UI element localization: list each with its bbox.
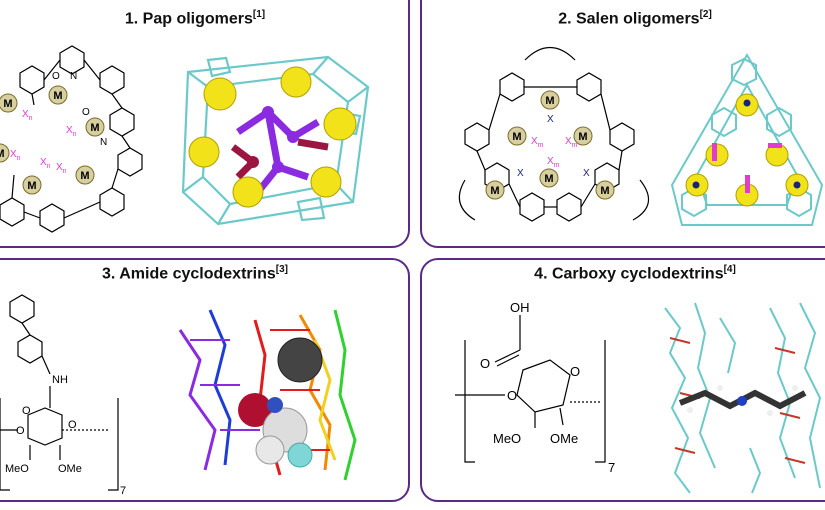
svg-text:X: X: [547, 114, 554, 125]
salen-counterion-labels: Xm Xm Xm: [531, 136, 578, 169]
svg-text:O: O: [68, 419, 77, 431]
svg-text:Xn: Xn: [66, 125, 77, 138]
svg-text:N: N: [70, 71, 77, 82]
svg-text:O: O: [570, 364, 580, 379]
panel-title-3: 3. Amide cyclodextrins[3]: [102, 264, 288, 283]
pap-3d-render: [181, 55, 370, 226]
svg-text:M: M: [27, 180, 36, 192]
pap-metal-centers: M M M M M M: [0, 85, 105, 195]
pap-core-atoms: [230, 106, 329, 195]
svg-text:O: O: [507, 388, 517, 403]
svg-text:Xn: Xn: [40, 157, 51, 170]
svg-text:O: O: [16, 425, 25, 437]
svg-text:NH: NH: [52, 374, 68, 386]
salen-metal-centers: M M M M M M: [485, 90, 615, 200]
svg-text:M: M: [53, 90, 62, 102]
svg-text:MeO: MeO: [493, 431, 521, 446]
svg-text:M: M: [0, 148, 5, 160]
svg-text:M: M: [490, 185, 499, 197]
panel-amide-cyclodextrins: 3. Amide cyclodextrins[3]: [0, 258, 410, 502]
amide-cd-guest-spheres: [238, 337, 323, 468]
amide-cd-structure-diagram: NH O O O MeO OMe 7: [0, 294, 126, 497]
carboxy-cd-structure-diagram: OH O O O MeO OMe 7: [455, 300, 615, 475]
carboxy-cd-guest-chain: [678, 385, 807, 416]
svg-text:Xm: Xm: [565, 136, 578, 149]
svg-text:M: M: [3, 98, 12, 110]
svg-text:Xn: Xn: [10, 149, 21, 162]
svg-text:O: O: [480, 356, 490, 371]
svg-text:7: 7: [120, 485, 126, 497]
svg-text:Xm: Xm: [531, 136, 544, 149]
amide-cd-3d-render: [178, 309, 357, 481]
pap-counterion-labels: Xn Xn Xn Xn Xn: [10, 109, 77, 175]
pap-metal-spheres: [188, 66, 357, 208]
panel-title-1: 1. Pap oligomers[1]: [124, 9, 266, 28]
svg-text:Xn: Xn: [22, 109, 33, 122]
svg-text:OMe: OMe: [550, 431, 578, 446]
svg-text:X: X: [517, 168, 524, 179]
salen-axial-x-labels: X X X: [517, 114, 590, 179]
svg-text:MeO: MeO: [5, 463, 29, 475]
panel-carboxy-cyclodextrins: 4. Carboxy cyclodextrins[4]: [420, 258, 825, 502]
svg-text:O: O: [22, 405, 31, 417]
svg-text:M: M: [578, 131, 587, 143]
svg-text:O: O: [52, 71, 60, 82]
salen-3d-render: [670, 52, 824, 226]
salen-counterion-atoms: [712, 143, 782, 193]
carboxy-cd-3d-render: [664, 302, 822, 494]
panel-title-2: 2. Salen oligomers[2]: [558, 9, 712, 28]
svg-text:M: M: [80, 170, 89, 182]
salen-structure-diagram: M M M M M M X X X Xm Xm Xm: [458, 46, 649, 222]
svg-text:7: 7: [608, 460, 615, 475]
svg-text:O: O: [82, 107, 90, 118]
svg-text:N: N: [100, 137, 107, 148]
svg-text:Xm: Xm: [547, 156, 560, 169]
svg-text:OH: OH: [510, 300, 530, 315]
panel-salen-oligomers: 2. Salen oligomers[2]: [420, 0, 825, 248]
svg-text:M: M: [90, 122, 99, 134]
pap-structure-diagram: M M M M M M Xn Xn Xn Xn Xn O N O N: [0, 45, 143, 233]
svg-text:M: M: [512, 131, 521, 143]
svg-text:Xn: Xn: [56, 162, 67, 175]
panel-title-4: 4. Carboxy cyclodextrins[4]: [534, 264, 736, 283]
svg-text:X: X: [583, 168, 590, 179]
svg-text:M: M: [600, 185, 609, 197]
svg-text:M: M: [545, 95, 554, 107]
svg-text:M: M: [544, 173, 553, 185]
svg-text:OMe: OMe: [58, 463, 82, 475]
